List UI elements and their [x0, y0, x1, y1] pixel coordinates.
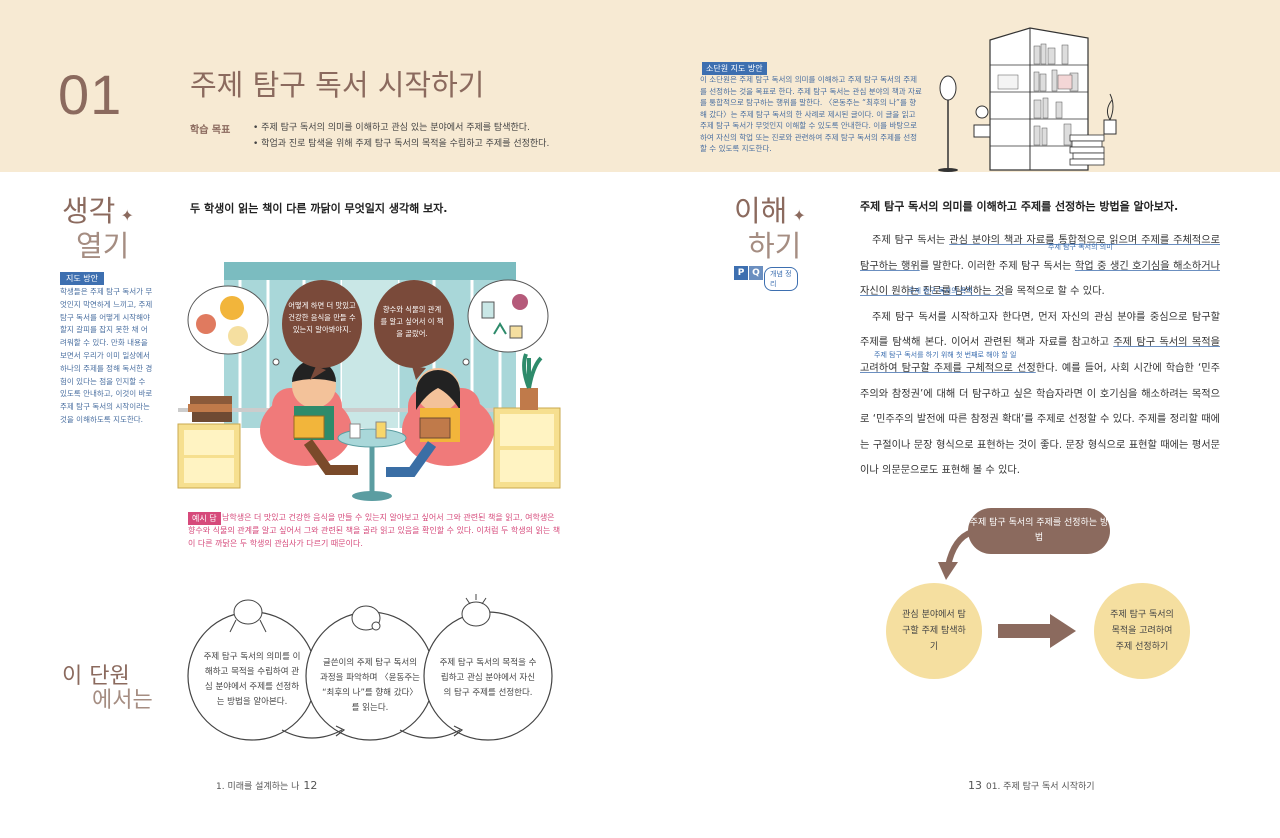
underlined-first-step: 주제 탐구 독서의 목적을 고려하여 탐구할 주제를 구체적으로 선정 [860, 337, 1220, 374]
diagram-title: 주제 탐구 독서의 주제를 선정하는 방법 [968, 508, 1110, 554]
overview-step-2: 글쓴이의 주제 탐구 독서의 과정을 파악하며 〈윤동주는 “최후의 나”를 향… [320, 658, 420, 713]
answer-text: 남학생은 더 맛있고 건강한 음식을 만들 수 있는지 알아보고 싶어서 그와 … [188, 513, 561, 548]
bookshelf-illustration [938, 27, 1117, 172]
sparkle-icon: ✦ [787, 206, 806, 225]
underlined-meaning: 관심 분야의 책과 자료를 통합적으로 읽으며 주제를 주체적으로 탐구하는 행… [860, 235, 1220, 272]
unit-overview-circles [187, 594, 553, 741]
unit-intro-bold: 이 단원 [62, 664, 130, 689]
body-text: 주제 탐구 독서는 관심 분야의 책과 자료를 통합적으로 읽으며 주제를 주체… [860, 228, 1220, 484]
diagram-step-select: 주제 탐구 독서의 목적을 고려하여 주제 선정하기 [1094, 583, 1190, 679]
guide-text: 이 소단원은 주제 탐구 독서의 의미를 이해하고 주제 탐구 독서의 주제를 … [700, 75, 922, 153]
question-left: 두 학생이 읽는 책이 다른 까닭이 무엇일지 생각해 보자. [190, 202, 448, 215]
concept-label: 개념 정리 [764, 267, 798, 291]
question-right: 주제 탐구 독서의 의미를 이해하고 주제를 선정하는 방법을 알아보자. [860, 200, 1179, 213]
page-number-right: 13 [968, 779, 982, 792]
unit-number: 01 [58, 63, 123, 126]
speech-bubble-boy: 어떻게 하면 더 맛있고 건강한 음식을 만들 수 있는지 알아봐야지. [288, 301, 356, 334]
section-title-bold: 이해 [734, 194, 788, 228]
concept-q-icon: Q [749, 266, 763, 280]
footer-left-label: 1. 미래를 설계하는 나 [216, 782, 300, 792]
goal-item: • 주제 탐구 독서의 의미를 이해하고 관심 있는 분야에서 주제를 탐색한다… [253, 123, 530, 133]
gloss-first-step: 주제 탐구 독서를 하기 위해 첫 번째로 해야 할 일 [874, 351, 1017, 359]
guide-badge: 소단원 지도 방안 [702, 62, 767, 75]
gloss-purpose: 주제 탐구 독서의 목적 [908, 287, 973, 295]
page-number-left: 12 [303, 779, 318, 792]
section-title-light: 하기 [748, 229, 802, 263]
underlined-purpose: 학업 중 생긴 호기심을 해소하거나 자신이 원하는 진로를 탐색하는 것 [860, 260, 1220, 298]
goals-label: 학습 목표 [190, 125, 231, 136]
learning-goals: • 주제 탐구 독서의 의미를 이해하고 관심 있는 분야에서 주제를 탐색한다… [253, 120, 549, 152]
footer-right: 13 01. 주제 탐구 독서 시작하기 [968, 779, 1095, 792]
sparkle-icon: ✦ [115, 206, 134, 225]
paragraph-2: 주제 탐구 독서를 시작하고자 한다면, 먼저 자신의 관심 분야를 중심으로 … [860, 311, 1220, 477]
section-title-understand: 이해 ✦ 하기 [734, 196, 806, 262]
selection-diagram: 주제 탐구 독서의 주제를 선정하는 방법 관심 분야에서 탐구할 주제 탐색하… [880, 500, 1200, 700]
speech-bubble-girl: 향수와 식물의 관계를 알고 싶어서 이 책을 골랐어. [380, 305, 444, 338]
tip-text: 학생들은 주제 탐구 독서가 무엇인지 막연하게 느끼고, 주제 탐구 독서를 … [60, 287, 153, 424]
paragraph-1: 주제 탐구 독서는 관심 분야의 책과 자료를 통합적으로 읽으며 주제를 주체… [860, 235, 1220, 298]
diagram-step-explore: 관심 분야에서 탐구할 주제 탐색하기 [886, 583, 982, 679]
section-title-bold: 생각 [62, 194, 116, 228]
answer-badge: 예시 답 [188, 512, 221, 525]
footer-right-label: 01. 주제 탐구 독서 시작하기 [986, 782, 1095, 792]
section-title-light: 열기 [76, 229, 130, 263]
header-wave-edge [0, 160, 1280, 171]
cafe-illustration [177, 262, 561, 502]
gloss-meaning: 주제 탐구 독서의 의미 [1048, 243, 1113, 251]
overview-step-3: 주제 탐구 독서의 목적을 수립하고 관심 분야에서 자신의 탐구 주제를 선정… [439, 658, 537, 698]
concept-summary-tag: P Q 개념 정리 [734, 266, 798, 291]
unit-intro-title: 이 단원 에서는 [62, 665, 153, 713]
goal-item: • 학업과 진로 탐색을 위해 주제 탐구 독서의 목적을 수립하고 주제를 선… [253, 139, 550, 149]
overview-step-1: 주제 탐구 독서의 의미를 이해하고 목적을 수립하여 관심 분야에서 주제를 … [203, 652, 301, 707]
unit-intro-light: 에서는 [92, 688, 153, 713]
diagram-arrows [938, 529, 1076, 648]
tip-badge: 지도 방안 [60, 272, 104, 285]
section-title-think: 생각 ✦ 열기 [62, 196, 134, 262]
unit-title: 주제 탐구 독서 시작하기 [190, 68, 485, 102]
concept-p-icon: P [734, 266, 748, 280]
